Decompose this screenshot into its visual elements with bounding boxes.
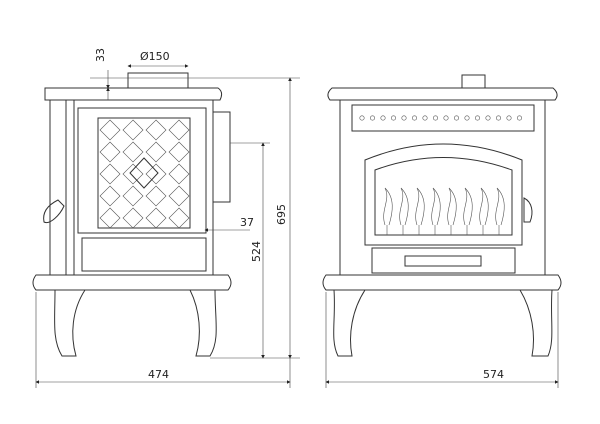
lattice-diamond [122,185,144,207]
stud [474,115,480,121]
right-leg [519,289,553,357]
lattice-diamond [122,207,144,229]
lattice-diamond [168,141,190,163]
lattice-diamond [168,185,190,207]
door-glass [374,157,513,236]
side-box [212,111,231,203]
stud [495,115,501,121]
stud [422,115,428,121]
stud [506,115,512,121]
stud [401,115,407,121]
dim-flue-label: Ø150 [140,50,170,63]
flue-pipe-front [461,74,486,89]
hinge-strip [65,99,75,276]
lattice-diamond [122,141,144,163]
lattice-diamond [168,119,190,141]
lattice-pattern [99,119,190,229]
lattice-diamond [145,163,167,185]
front-view [322,74,562,357]
flames [383,187,505,235]
flame [431,187,441,226]
flame [383,187,393,226]
flame [447,187,457,226]
stud [411,115,417,121]
stud [359,115,365,121]
lattice-diamond [145,185,167,207]
stud [369,115,375,121]
back-leg [189,289,217,357]
lattice-diamond [122,119,144,141]
side-panel [77,107,207,234]
lattice-diamond [99,141,121,163]
base-plate-front [322,274,562,291]
flame [415,187,425,226]
flame [399,187,409,226]
lattice-diamond [99,163,121,185]
lattice-diamond [145,119,167,141]
stud [464,115,470,121]
stud [453,115,459,121]
lattice-diamond [145,141,167,163]
dim-474-label: 474 [148,368,169,381]
center-diamond [129,157,159,189]
lattice-diamond [99,207,121,229]
door-handle [43,199,65,224]
side-view [32,72,232,357]
stud [485,115,491,121]
front-leg [54,289,86,357]
flue-pipe [127,72,189,89]
dim-37-label: 37 [240,216,254,229]
fire-door [364,143,523,246]
air-vent [404,255,482,267]
lattice-diamond [99,185,121,207]
lattice-diamond [168,207,190,229]
dim-33-label: 33 [94,48,107,62]
stud [432,115,438,121]
base-plate [32,274,232,291]
stud [516,115,522,121]
top-plate [44,87,223,101]
flame [495,187,505,226]
front-body [339,99,546,276]
dim-695-label: 695 [275,204,288,225]
decor-studs [359,115,522,121]
decor-strip [351,104,535,132]
stud [443,115,449,121]
ash-drawer [371,247,516,274]
lower-panel [81,237,207,272]
front-handle [523,197,533,223]
top-plate-front [327,87,558,101]
stud [380,115,386,121]
flame [479,187,489,226]
dim-574-label: 574 [483,368,504,381]
dim-524-label: 524 [250,241,263,262]
dimension-lines: 33 Ø150 524 695 37 474 574 [35,48,559,388]
lattice-diamond [145,207,167,229]
lattice-frame [97,117,191,229]
lattice-diamond [99,119,121,141]
lattice-diamond [122,163,144,185]
flame [463,187,473,226]
stud [390,115,396,121]
left-leg [333,289,366,357]
lattice-diamond [168,163,190,185]
